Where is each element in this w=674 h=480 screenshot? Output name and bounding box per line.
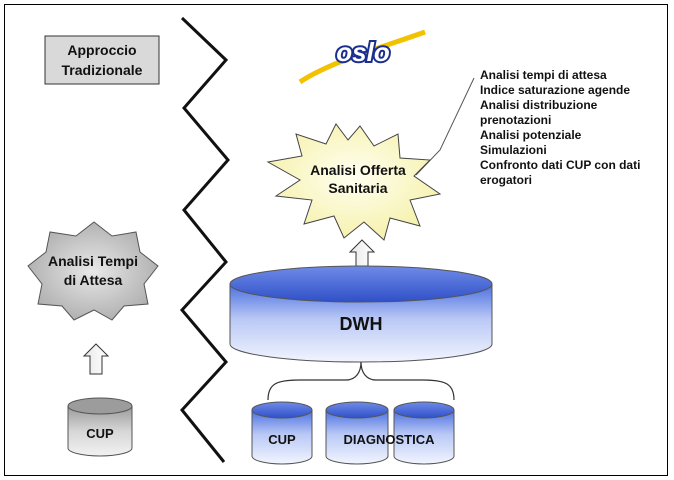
analysis-item: prenotazioni (480, 113, 551, 127)
diagram-frame (4, 4, 668, 476)
cup-left-label: CUP (86, 426, 114, 441)
cup-database-left: CUP (67, 397, 133, 457)
approach-line1: Approccio (67, 42, 136, 58)
approach-line2: Tradizionale (62, 62, 143, 78)
offerta-line1: Analisi Offerta (310, 162, 406, 178)
oslo-logo-text: oslo (336, 37, 390, 67)
analysis-item: Analisi potenziale (480, 128, 582, 142)
analysis-item: Analisi distribuzione (480, 98, 598, 112)
cup-database-right: CUP (251, 401, 313, 465)
tempi-octagon: Analisi Tempi di Attesa (27, 221, 159, 321)
offerta-line2: Sanitaria (328, 180, 387, 196)
up-arrow-cup (82, 343, 110, 375)
oslo-logo: oslo (298, 29, 426, 85)
up-arrow-dwh (348, 239, 376, 267)
offerta-burst: Analisi Offerta Sanitaria (266, 123, 442, 241)
diagnostica-label: DIAGNOSTICA (344, 432, 436, 447)
analysis-item: Confronto dati CUP con dati (480, 158, 640, 172)
approach-box: Approccio Tradizionale (44, 35, 160, 85)
analysis-list: Analisi tempi di attesa Indice saturazio… (480, 68, 640, 187)
diagnostica-database-b (393, 401, 455, 465)
cup-right-label: CUP (268, 432, 296, 447)
tempi-line2: di Attesa (64, 272, 123, 288)
tempi-line1: Analisi Tempi (48, 253, 138, 269)
analysis-item: erogatori (480, 173, 532, 187)
analysis-item: Indice saturazione agende (480, 83, 630, 97)
analysis-item: Analisi tempi di attesa (480, 68, 607, 82)
diagnostica-database-a (325, 401, 389, 465)
sources-bracket (267, 361, 455, 401)
zigzag-divider (180, 16, 230, 463)
analysis-item: Simulazioni (480, 143, 547, 157)
dwh-label: DWH (340, 314, 383, 334)
dwh-database: DWH (229, 265, 493, 363)
